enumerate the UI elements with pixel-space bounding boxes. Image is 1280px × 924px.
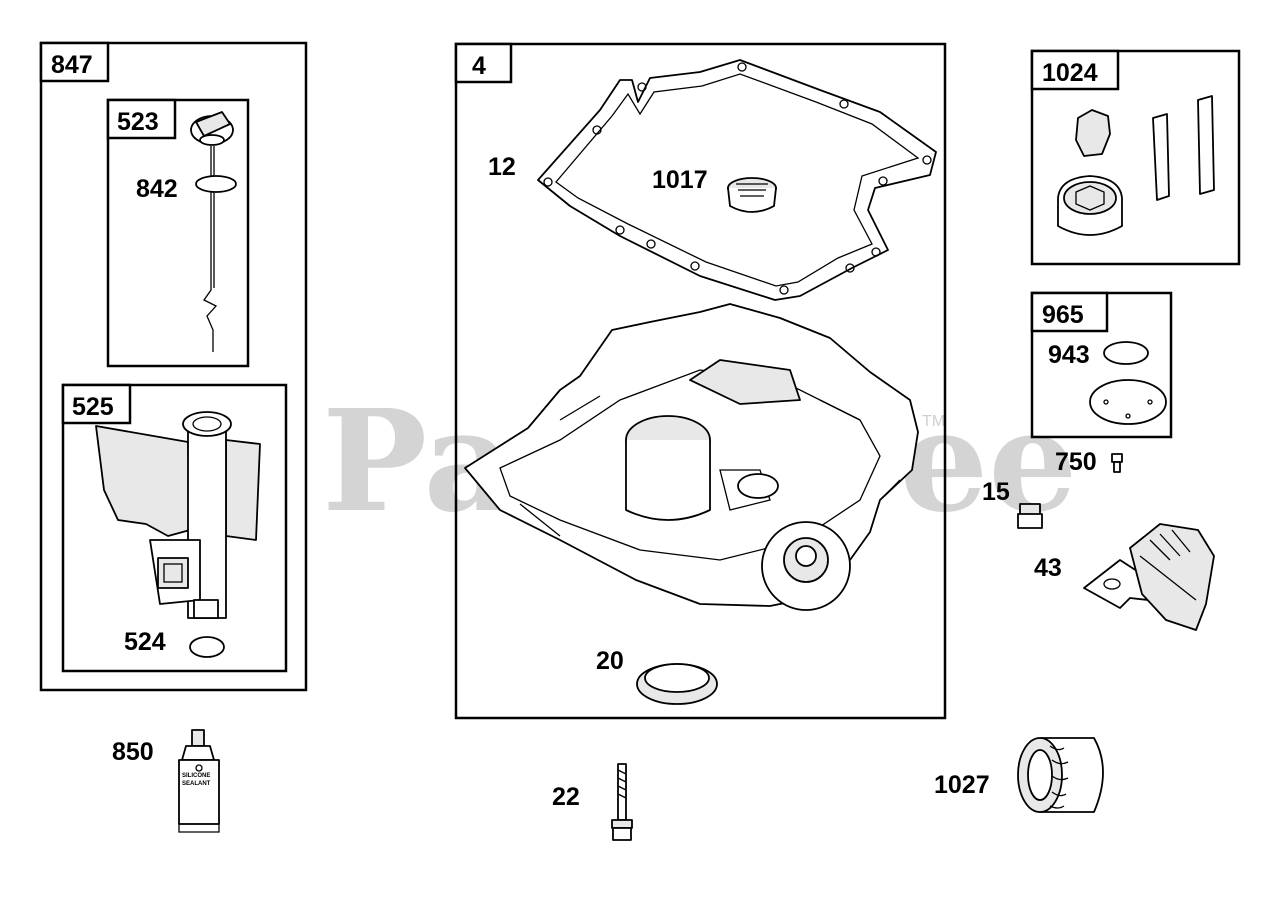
sealant-label-line2: SEALANT <box>182 781 211 787</box>
group-523-label: 523 <box>117 108 159 136</box>
sump-body-part[interactable] <box>464 303 919 611</box>
group-525[interactable]: 525 <box>61 383 288 673</box>
callout-524[interactable]: 524 <box>124 628 166 656</box>
group-4[interactable]: 4 <box>454 42 947 720</box>
group-1024-label: 1024 <box>1042 59 1098 87</box>
callout-943[interactable]: 943 <box>1048 341 1090 369</box>
callout-12[interactable]: 12 <box>488 153 516 181</box>
callout-850[interactable]: 850 <box>112 738 154 766</box>
dipstick-part[interactable] <box>190 111 234 352</box>
group-847-label: 847 <box>51 51 93 79</box>
bolt-22-part[interactable] <box>611 763 633 841</box>
cover-plate-part[interactable] <box>1089 379 1167 425</box>
group-965[interactable]: 965 <box>1030 291 1173 439</box>
o-ring-943[interactable] <box>1103 341 1149 365</box>
dipstick-tube-part[interactable] <box>95 411 261 619</box>
callout-1027[interactable]: 1027 <box>934 771 990 799</box>
callout-15[interactable]: 15 <box>982 478 1010 506</box>
callout-750[interactable]: 750 <box>1055 448 1097 476</box>
group-4-label: 4 <box>472 52 486 80</box>
plug-15-part[interactable] <box>1017 503 1043 529</box>
callout-20[interactable]: 20 <box>596 647 624 675</box>
callout-43[interactable]: 43 <box>1034 554 1062 582</box>
o-ring-842[interactable] <box>195 175 237 193</box>
group-523[interactable]: 523 <box>106 98 250 368</box>
oil-screen-part[interactable] <box>727 177 777 213</box>
group-1024[interactable]: 1024 <box>1030 49 1241 266</box>
group-847[interactable]: 847 <box>39 41 308 692</box>
o-ring-524[interactable] <box>189 636 225 658</box>
callout-22[interactable]: 22 <box>552 783 580 811</box>
screw-750-part[interactable] <box>1111 453 1123 473</box>
oil-filter-part[interactable] <box>1017 737 1104 813</box>
oil-seal-part[interactable] <box>636 663 718 705</box>
group-965-label: 965 <box>1042 301 1084 329</box>
callout-842[interactable]: 842 <box>136 175 178 203</box>
sealant-label-line1: SILICONE <box>182 773 210 779</box>
sealant-tube-part[interactable] <box>178 729 220 833</box>
group-525-label: 525 <box>72 393 114 421</box>
watermark-trademark: TM <box>922 413 945 430</box>
governor-43-part[interactable] <box>1083 523 1215 631</box>
oil-pump-part[interactable] <box>1057 95 1215 236</box>
callout-1017[interactable]: 1017 <box>652 166 708 194</box>
